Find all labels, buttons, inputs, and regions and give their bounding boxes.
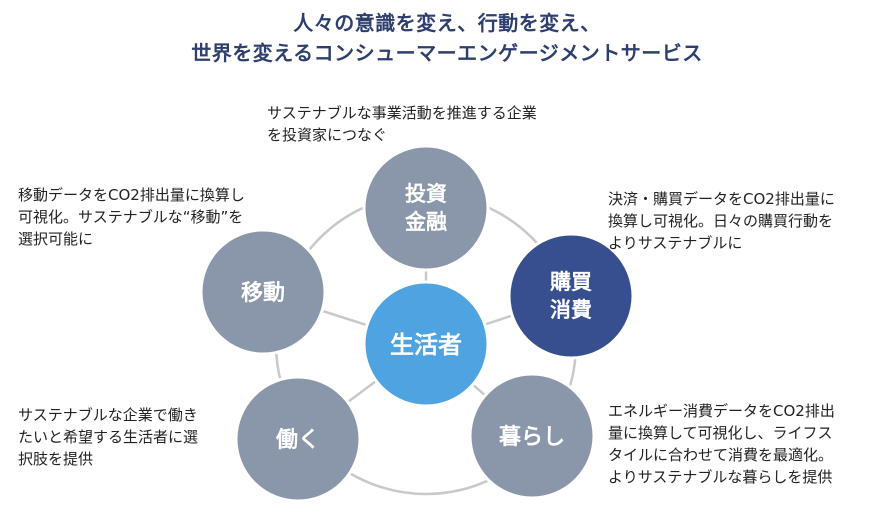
description-buy-line: 決済・購買データをCO2排出量に [608,190,835,208]
description-life-line: 量に換算して可視化し、ライフス [608,424,833,442]
description-work-line: サステナブルな企業で働き [18,406,198,424]
description-move-line: 可視化。サステナブルな“移動”を [18,208,244,226]
description-life-line: タイルに合わせて消費を最適化。 [608,446,834,464]
description-invest: サステナブルな事業活動を推進する企業 を投資家につなぐ [267,102,607,146]
node-move-label: 移動 [241,280,285,306]
description-buy: 決済・購買データをCO2排出量に 換算し可視化。日々の購買行動を よりサステナブ… [608,188,894,254]
node-buy: 購買 消費 [507,232,635,360]
node-move: 移動 [199,228,327,356]
node-center: 生活者 [362,280,490,408]
description-life-line: エネルギー消費データをCO2排出 [608,402,835,420]
description-invest-line: を投資家につなぐ [267,126,388,144]
description-life-line: よりサステナブルな暮らしを提供 [608,468,833,486]
description-invest-line: サステナブルな事業活動を推進する企業 [267,104,537,122]
description-move: 移動データをCO2排出量に換算し 可視化。サステナブルな“移動”を 選択可能に [18,184,308,250]
description-move-line: 選択可能に [18,230,94,248]
node-invest: 投資 金融 [362,144,490,272]
diagram-title-line2: 世界を変えるコンシューマーエンゲージメントサービス [191,41,703,65]
node-life: 暮らし [468,372,596,500]
description-work-line: 択肢を提供 [18,450,94,468]
node-buy-label-1: 購買 [549,270,592,294]
diagram-title-line1: 人々の意識を変え、行動を変え、 [293,11,601,35]
node-buy-label-2: 消費 [550,298,592,322]
description-buy-line: 換算し可視化。日々の購買行動を [608,212,834,230]
node-invest-label-2: 金融 [404,210,447,234]
node-life-label: 暮らし [498,425,565,450]
node-center-label: 生活者 [390,331,462,359]
description-work-line: たいと希望する生活者に選 [18,428,199,446]
description-move-line: 移動データをCO2排出量に換算し [18,186,245,204]
description-buy-line: よりサステナブルに [608,234,743,252]
description-work: サステナブルな企業で働き たいと希望する生活者に選 択肢を提供 [18,404,243,470]
node-work-label: 働く [275,427,320,453]
node-invest-label-1: 投資 [405,182,447,206]
node-work: 働く [234,375,362,503]
description-life: エネルギー消費データをCO2排出 量に換算して可視化し、ライフス タイルに合わせ… [608,400,894,488]
